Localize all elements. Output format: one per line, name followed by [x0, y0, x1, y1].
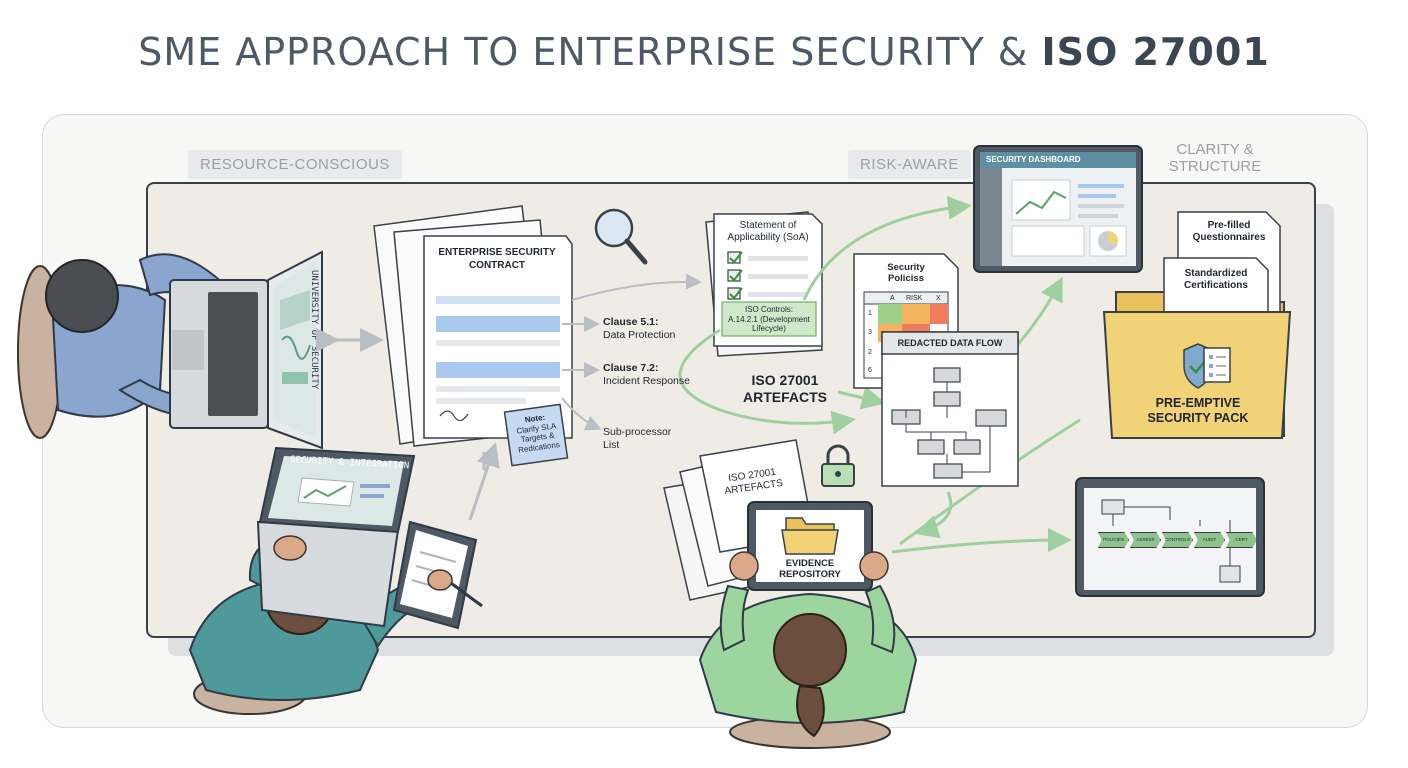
section-label-risk: RISK-AWARE	[848, 150, 971, 179]
redacted-data-flow-document	[881, 331, 1019, 487]
policies-row-2: 3	[868, 329, 872, 336]
workflow-step: CERT	[1226, 532, 1257, 548]
section-label-clarity: CLARITY &STRUCTURE	[1168, 141, 1262, 175]
policies-row-4: 6	[868, 367, 872, 374]
dashboard-title: SECURITY DASHBOARD	[986, 155, 1081, 164]
clause-5-1-label: Clause 5.1:Data Protection	[603, 316, 676, 341]
workflow-step: CONTROLS	[1162, 532, 1193, 548]
data-flow-title: REDACTED DATA FLOW	[897, 338, 1003, 348]
padlock-icon	[821, 444, 855, 487]
policies-row-3: 2	[868, 349, 872, 356]
person-laptop-bottom-left	[188, 446, 483, 715]
workflow-step: AUDIT	[1194, 532, 1225, 548]
enterprise-contract-document	[373, 205, 573, 467]
person-tablet-bottom-center	[663, 439, 918, 749]
magnifier-icon	[594, 208, 648, 265]
workflow-step: POLICIES	[1098, 532, 1129, 548]
page-title: SME APPROACH TO ENTERPRISE SECURITY & IS…	[138, 30, 1270, 74]
section-label-resource: RESOURCE-CONSCIOUS	[188, 150, 402, 179]
workflow-step: ASSESS RISK	[1130, 532, 1161, 548]
security-pack-folder	[1102, 211, 1292, 439]
clause-7-2-label: Clause 7.2:Incident Response	[603, 362, 690, 387]
policies-col-x: X	[936, 295, 941, 302]
sticky-note: Note: Clarify SLA Targets & Redications	[515, 412, 561, 455]
policies-col-risk: RISK	[906, 295, 923, 302]
policies-row-1: 1	[868, 310, 872, 317]
soa-document	[705, 211, 823, 357]
laptop-screen-label: UNIVERSITY OF SECURITY	[309, 270, 319, 390]
security-dashboard-monitor	[973, 145, 1143, 273]
person-laptop-top-left	[17, 250, 323, 450]
policies-col-a: A	[890, 295, 895, 302]
